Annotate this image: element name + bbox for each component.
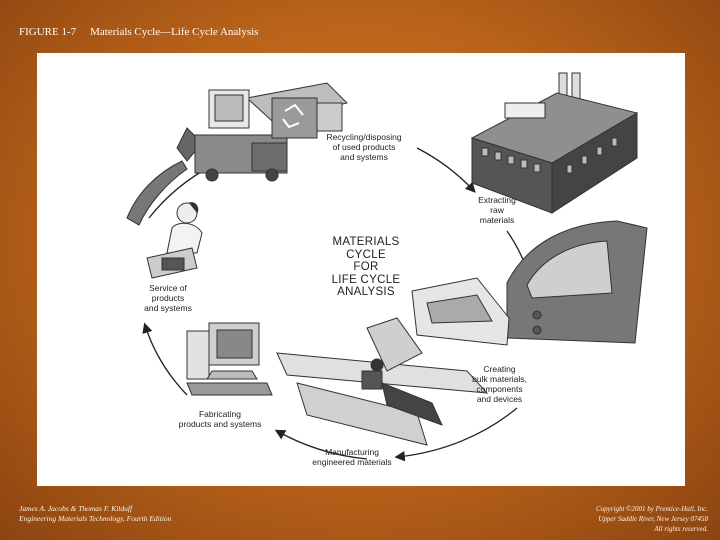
figure-number: FIGURE 1-7 — [19, 26, 76, 38]
stage-label-recycling: Recycling/disposing of used products and… — [309, 132, 419, 162]
center-title-line: CYCLE — [313, 249, 419, 262]
arrow-fabricating-to-service — [145, 325, 187, 395]
copyright-line: All rights reserved. — [508, 524, 708, 534]
center-title-line: LIFE CYCLE — [313, 274, 419, 287]
center-title-line: ANALYSIS — [313, 286, 419, 299]
figure-heading: FIGURE 1-7 Materials Cycle—Life Cycle Ana… — [19, 26, 258, 38]
stage-label-service: Service of products and systems — [133, 283, 203, 313]
center-title-line: MATERIALS — [313, 236, 419, 249]
figure-panel: MATERIALS CYCLE FOR LIFE CYCLE ANALYSIS … — [37, 53, 685, 486]
footer-copyright: Copyright ©2001 by Prentice-Hall, Inc. U… — [508, 504, 708, 534]
footer-citation: James A. Jacobs & Thomas F. Kilduff Engi… — [19, 504, 219, 524]
stage-label-creating: Creating bulk materials, components and … — [457, 364, 542, 404]
technician-illustration — [147, 203, 202, 278]
footer-book-title: Engineering Materials Technology, Fourth… — [19, 514, 219, 524]
computer-illustration — [187, 323, 272, 395]
center-title-line: FOR — [313, 261, 419, 274]
arrow-recycling-to-extracting — [417, 148, 474, 191]
figure-title: Materials Cycle—Life Cycle Analysis — [90, 26, 258, 38]
car-door-illustration — [412, 221, 647, 345]
stage-label-fabricating: Fabricating products and systems — [165, 409, 275, 429]
footer-authors: James A. Jacobs & Thomas F. Kilduff — [19, 504, 219, 514]
stage-label-manufacturing: Manufacturing engineered materials — [297, 447, 407, 467]
copyright-line: Upper Saddle River, New Jersey 07458 — [508, 514, 708, 524]
copyright-line: Copyright ©2001 by Prentice-Hall, Inc. — [508, 504, 708, 514]
stage-label-extracting: Extracting raw materials — [462, 195, 532, 225]
diagram-center-title: MATERIALS CYCLE FOR LIFE CYCLE ANALYSIS — [313, 236, 419, 299]
factory-illustration — [472, 73, 637, 213]
